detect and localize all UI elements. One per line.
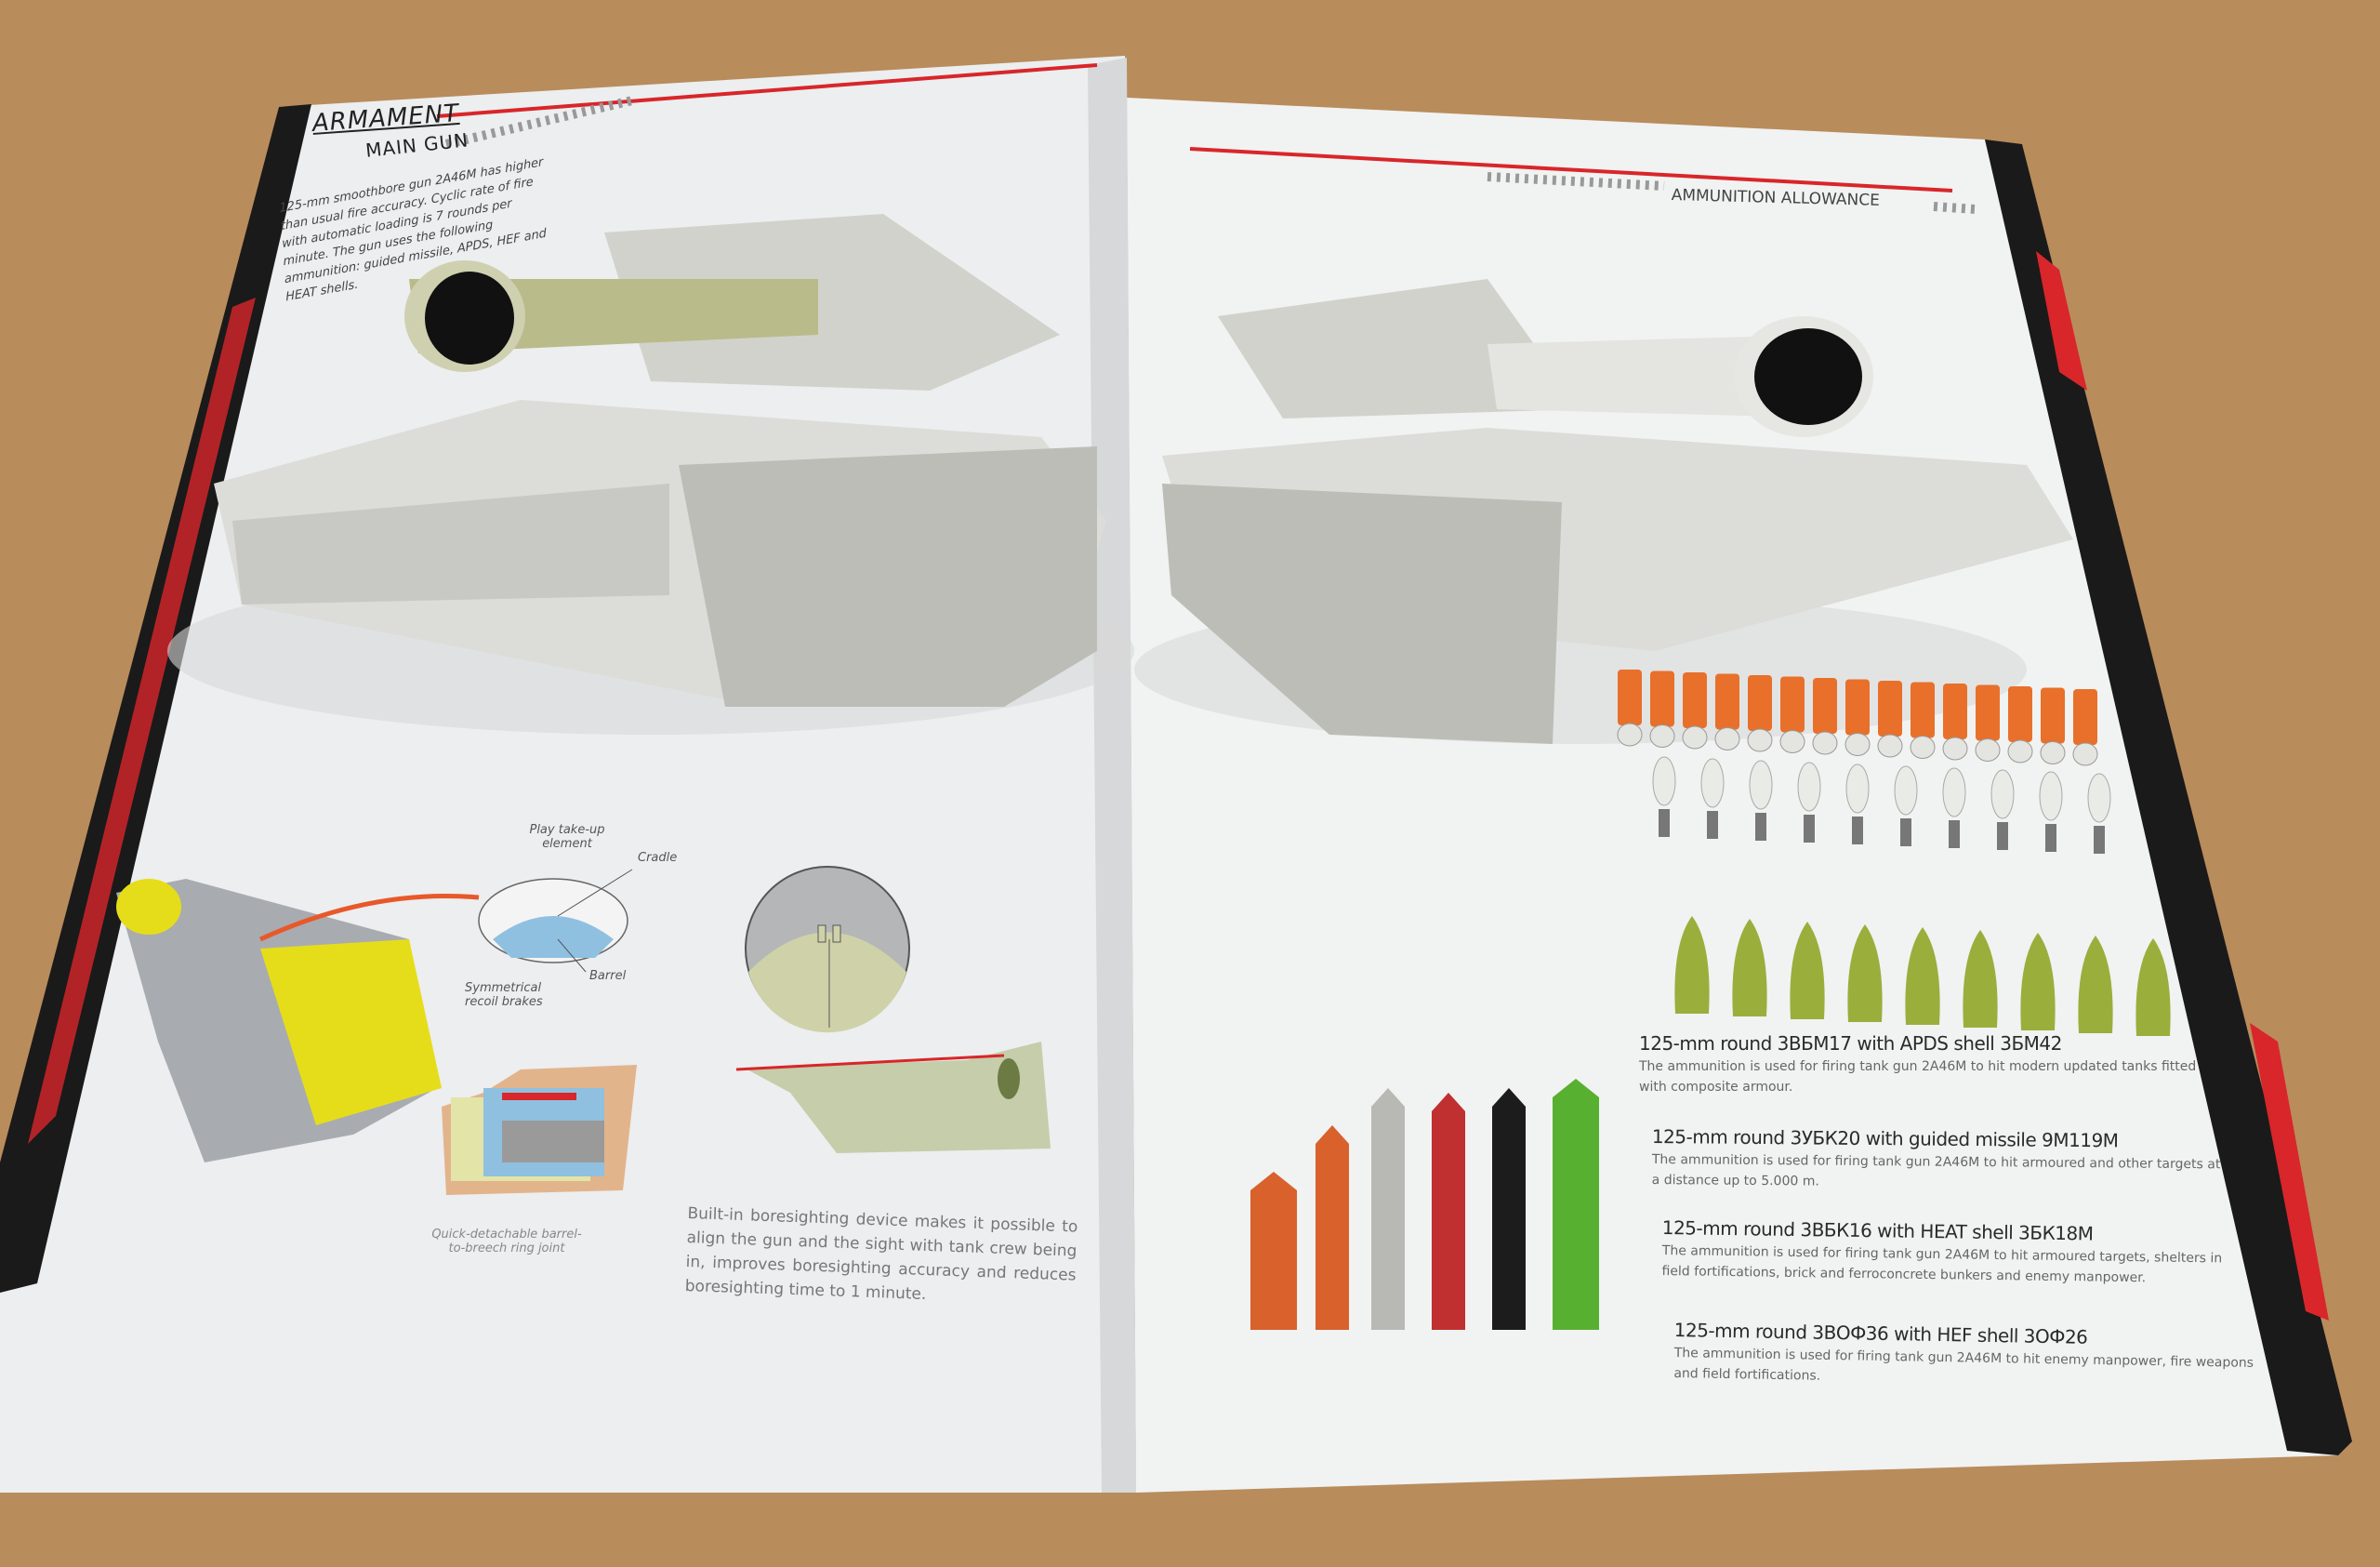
hatch-rule bbox=[1487, 172, 1665, 191]
shell-white bbox=[1749, 760, 1773, 810]
ammunition-photo bbox=[1250, 670, 2171, 1330]
sight-view-diagram bbox=[745, 866, 910, 1033]
label-cradle: Cradle bbox=[638, 851, 678, 865]
charge-casing bbox=[2073, 689, 2097, 745]
charge-casing bbox=[1878, 681, 1902, 737]
tank-photo-left bbox=[167, 214, 1134, 735]
casing-base bbox=[1942, 737, 1968, 761]
left-border-red bbox=[28, 298, 256, 1144]
breech-3d-diagram bbox=[116, 879, 480, 1162]
tank-profile-diagram bbox=[735, 1042, 1051, 1153]
ammunition-round bbox=[1371, 1088, 1405, 1330]
round-desc: The ammunition is used for firing tank g… bbox=[1651, 1151, 2221, 1189]
charge-casing bbox=[1813, 678, 1837, 734]
casing-base bbox=[1975, 738, 2001, 762]
casing-base bbox=[1812, 731, 1838, 755]
hatch-rule bbox=[1933, 202, 1977, 214]
projectile-green bbox=[1790, 922, 1825, 1019]
charge-casing bbox=[1780, 676, 1805, 733]
shell-fuse bbox=[1852, 817, 1863, 844]
round-title: 125-mm round 3ВБМ17 with APDS shell 3БМ4… bbox=[1639, 1032, 2062, 1055]
label-barrel: Barrel bbox=[589, 969, 627, 983]
shell-white bbox=[1942, 767, 1966, 817]
spine-shadow bbox=[1088, 58, 1136, 1493]
shell-fuse bbox=[1997, 822, 2008, 850]
projectile-green bbox=[2078, 936, 2113, 1033]
casing-base bbox=[2040, 741, 2066, 764]
casing-base bbox=[2072, 742, 2098, 766]
hatch-rule bbox=[444, 96, 634, 149]
casing-base bbox=[1747, 728, 1773, 752]
boresight-text: Built-in boresighting device makes it po… bbox=[684, 1203, 1078, 1304]
ammunition-round bbox=[1553, 1079, 1599, 1330]
ring-joint-cutaway bbox=[442, 1065, 637, 1195]
charge-casing bbox=[1976, 684, 2000, 741]
cradle-diagram bbox=[478, 869, 633, 973]
right-border-red bbox=[2036, 251, 2087, 391]
casing-base bbox=[1714, 727, 1740, 750]
round-desc: The ammunition is used for firing tank g… bbox=[1661, 1242, 2223, 1286]
projectile-green bbox=[2135, 938, 2171, 1036]
shell-white bbox=[1797, 762, 1821, 812]
shell-white bbox=[1845, 764, 1870, 814]
shell-fuse bbox=[1900, 818, 1911, 846]
projectile-green bbox=[1732, 919, 1767, 1016]
shell-fuse bbox=[1707, 811, 1718, 839]
casing-base bbox=[2007, 739, 2033, 764]
charge-casing bbox=[1911, 682, 1935, 738]
projectile-green bbox=[1963, 930, 1998, 1028]
shell-white bbox=[1894, 765, 1918, 816]
label-recoil-brakes: Symmetrical recoil brakes bbox=[465, 981, 543, 1009]
casing-base bbox=[1649, 724, 1675, 748]
ammunition-round bbox=[1492, 1088, 1526, 1330]
charge-casing bbox=[1650, 671, 1674, 727]
charge-casing bbox=[1618, 670, 1642, 725]
projectile-green bbox=[1674, 916, 1710, 1014]
casing-base bbox=[1682, 725, 1708, 750]
casing-base bbox=[1617, 723, 1643, 747]
tank-photo-right bbox=[1134, 279, 2073, 744]
label-ring-joint: Quick-detachable barrel-to-breech ring j… bbox=[431, 1228, 582, 1255]
ammunition-round bbox=[1250, 1172, 1297, 1330]
top-rule bbox=[436, 63, 1098, 118]
label-play-takeup: Play take-up element bbox=[529, 823, 605, 851]
shell-white bbox=[1990, 769, 2015, 819]
casing-base bbox=[1877, 734, 1903, 758]
charge-casing bbox=[2008, 686, 2032, 742]
projectile-green bbox=[2020, 933, 2056, 1030]
shell-fuse bbox=[1659, 809, 1670, 837]
round-desc: The ammunition is used for firing tank g… bbox=[1639, 1059, 2197, 1095]
charge-casing bbox=[1943, 684, 1967, 739]
charge-casing bbox=[1683, 672, 1707, 728]
shell-white bbox=[1652, 756, 1676, 806]
charge-casing bbox=[1748, 675, 1772, 731]
shell-white bbox=[2087, 773, 2111, 823]
shell-white bbox=[2039, 771, 2063, 821]
charge-casing bbox=[2041, 687, 2065, 744]
ammunition-round bbox=[1432, 1093, 1465, 1330]
shell-fuse bbox=[1949, 820, 1960, 848]
casing-base bbox=[1844, 733, 1871, 756]
casing-base bbox=[1779, 730, 1805, 753]
charge-casing bbox=[1715, 673, 1739, 730]
right-border-strip bbox=[1985, 139, 2352, 1455]
right-border-red bbox=[2250, 1023, 2329, 1321]
shell-white bbox=[1700, 758, 1725, 808]
projectile-green bbox=[1847, 924, 1883, 1022]
charge-casing bbox=[1845, 679, 1870, 736]
shell-fuse bbox=[1755, 813, 1766, 841]
shell-fuse bbox=[2094, 826, 2105, 854]
casing-base bbox=[1910, 736, 1936, 759]
round-title: 125-mm round 3УБК20 with guided missile … bbox=[1651, 1125, 2119, 1152]
projectile-green bbox=[1905, 927, 1940, 1025]
top-rule bbox=[1189, 147, 1953, 193]
ammunition-round bbox=[1316, 1125, 1349, 1330]
shell-fuse bbox=[1804, 815, 1815, 843]
shell-fuse bbox=[2045, 824, 2056, 852]
